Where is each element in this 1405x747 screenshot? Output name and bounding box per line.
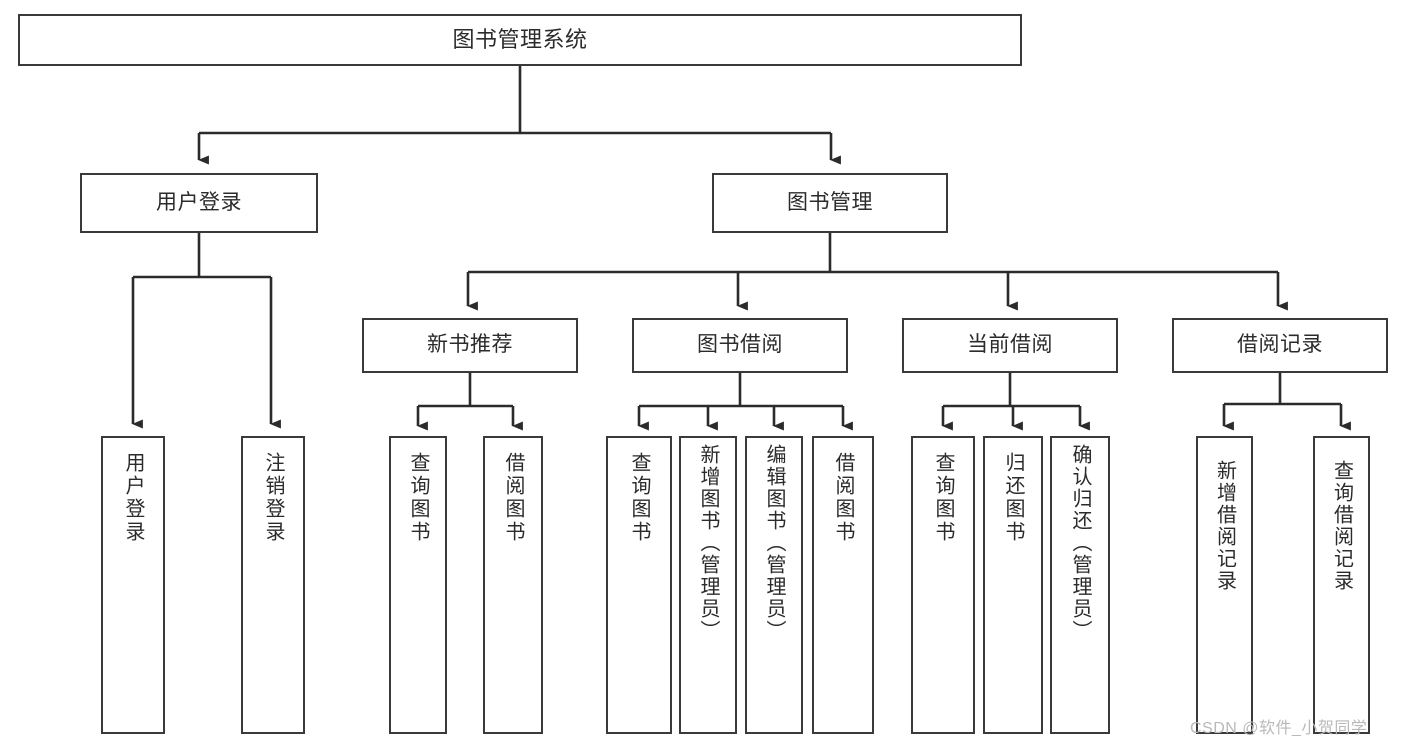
node-leaf-query-borrow-record-label: 查询借阅记录 bbox=[1330, 460, 1353, 592]
node-current-borrow-label: 当前借阅 bbox=[967, 333, 1053, 357]
node-leaf-borrow-book-2[interactable]: 借阅图书 bbox=[812, 436, 874, 734]
node-leaf-query-book-3[interactable]: 查询图书 bbox=[911, 436, 975, 734]
node-leaf-confirm-return-label: 确认归还（管理员） bbox=[1069, 444, 1091, 642]
node-leaf-query-book-3-label: 查询图书 bbox=[932, 452, 954, 544]
node-leaf-add-book[interactable]: 新增图书（管理员） bbox=[679, 436, 737, 734]
node-leaf-query-book-1[interactable]: 查询图书 bbox=[389, 436, 447, 734]
node-leaf-borrow-book-1-label: 借阅图书 bbox=[502, 452, 524, 544]
node-borrow-record-label: 借阅记录 bbox=[1237, 333, 1323, 357]
node-leaf-query-book-1-label: 查询图书 bbox=[407, 452, 429, 544]
node-leaf-add-borrow-record-label: 新增借阅记录 bbox=[1213, 460, 1236, 592]
node-leaf-confirm-return[interactable]: 确认归还（管理员） bbox=[1050, 436, 1110, 734]
node-borrow-record[interactable]: 借阅记录 bbox=[1172, 318, 1388, 373]
node-leaf-add-book-label: 新增图书（管理员） bbox=[697, 444, 719, 642]
node-leaf-borrow-book-2-label: 借阅图书 bbox=[832, 452, 854, 544]
node-leaf-user-login-label: 用户登录 bbox=[122, 452, 144, 544]
node-book-management-label: 图书管理 bbox=[787, 190, 873, 214]
node-leaf-return-book[interactable]: 归还图书 bbox=[983, 436, 1043, 734]
node-new-book-recommend-label: 新书推荐 bbox=[427, 333, 513, 357]
node-root-label: 图书管理系统 bbox=[452, 27, 588, 53]
node-leaf-return-book-label: 归还图书 bbox=[1002, 452, 1024, 544]
node-user-login[interactable]: 用户登录 bbox=[80, 173, 318, 233]
node-leaf-edit-book-label: 编辑图书（管理员） bbox=[763, 444, 785, 642]
node-leaf-query-book-2[interactable]: 查询图书 bbox=[606, 436, 672, 734]
node-leaf-borrow-book-1[interactable]: 借阅图书 bbox=[483, 436, 543, 734]
node-leaf-logout-login[interactable]: 注销登录 bbox=[241, 436, 305, 734]
node-root[interactable]: 图书管理系统 bbox=[18, 14, 1022, 66]
node-leaf-query-borrow-record[interactable]: 查询借阅记录 bbox=[1313, 436, 1370, 734]
node-new-book-recommend[interactable]: 新书推荐 bbox=[362, 318, 578, 373]
node-book-management[interactable]: 图书管理 bbox=[712, 173, 948, 233]
node-current-borrow[interactable]: 当前借阅 bbox=[902, 318, 1118, 373]
node-leaf-user-login[interactable]: 用户登录 bbox=[101, 436, 165, 734]
node-leaf-logout-login-label: 注销登录 bbox=[262, 452, 284, 544]
node-user-login-label: 用户登录 bbox=[156, 190, 242, 214]
node-leaf-edit-book[interactable]: 编辑图书（管理员） bbox=[745, 436, 803, 734]
node-book-borrow[interactable]: 图书借阅 bbox=[632, 318, 848, 373]
node-leaf-query-book-2-label: 查询图书 bbox=[628, 452, 650, 544]
node-book-borrow-label: 图书借阅 bbox=[697, 333, 783, 357]
node-leaf-add-borrow-record[interactable]: 新增借阅记录 bbox=[1196, 436, 1253, 734]
